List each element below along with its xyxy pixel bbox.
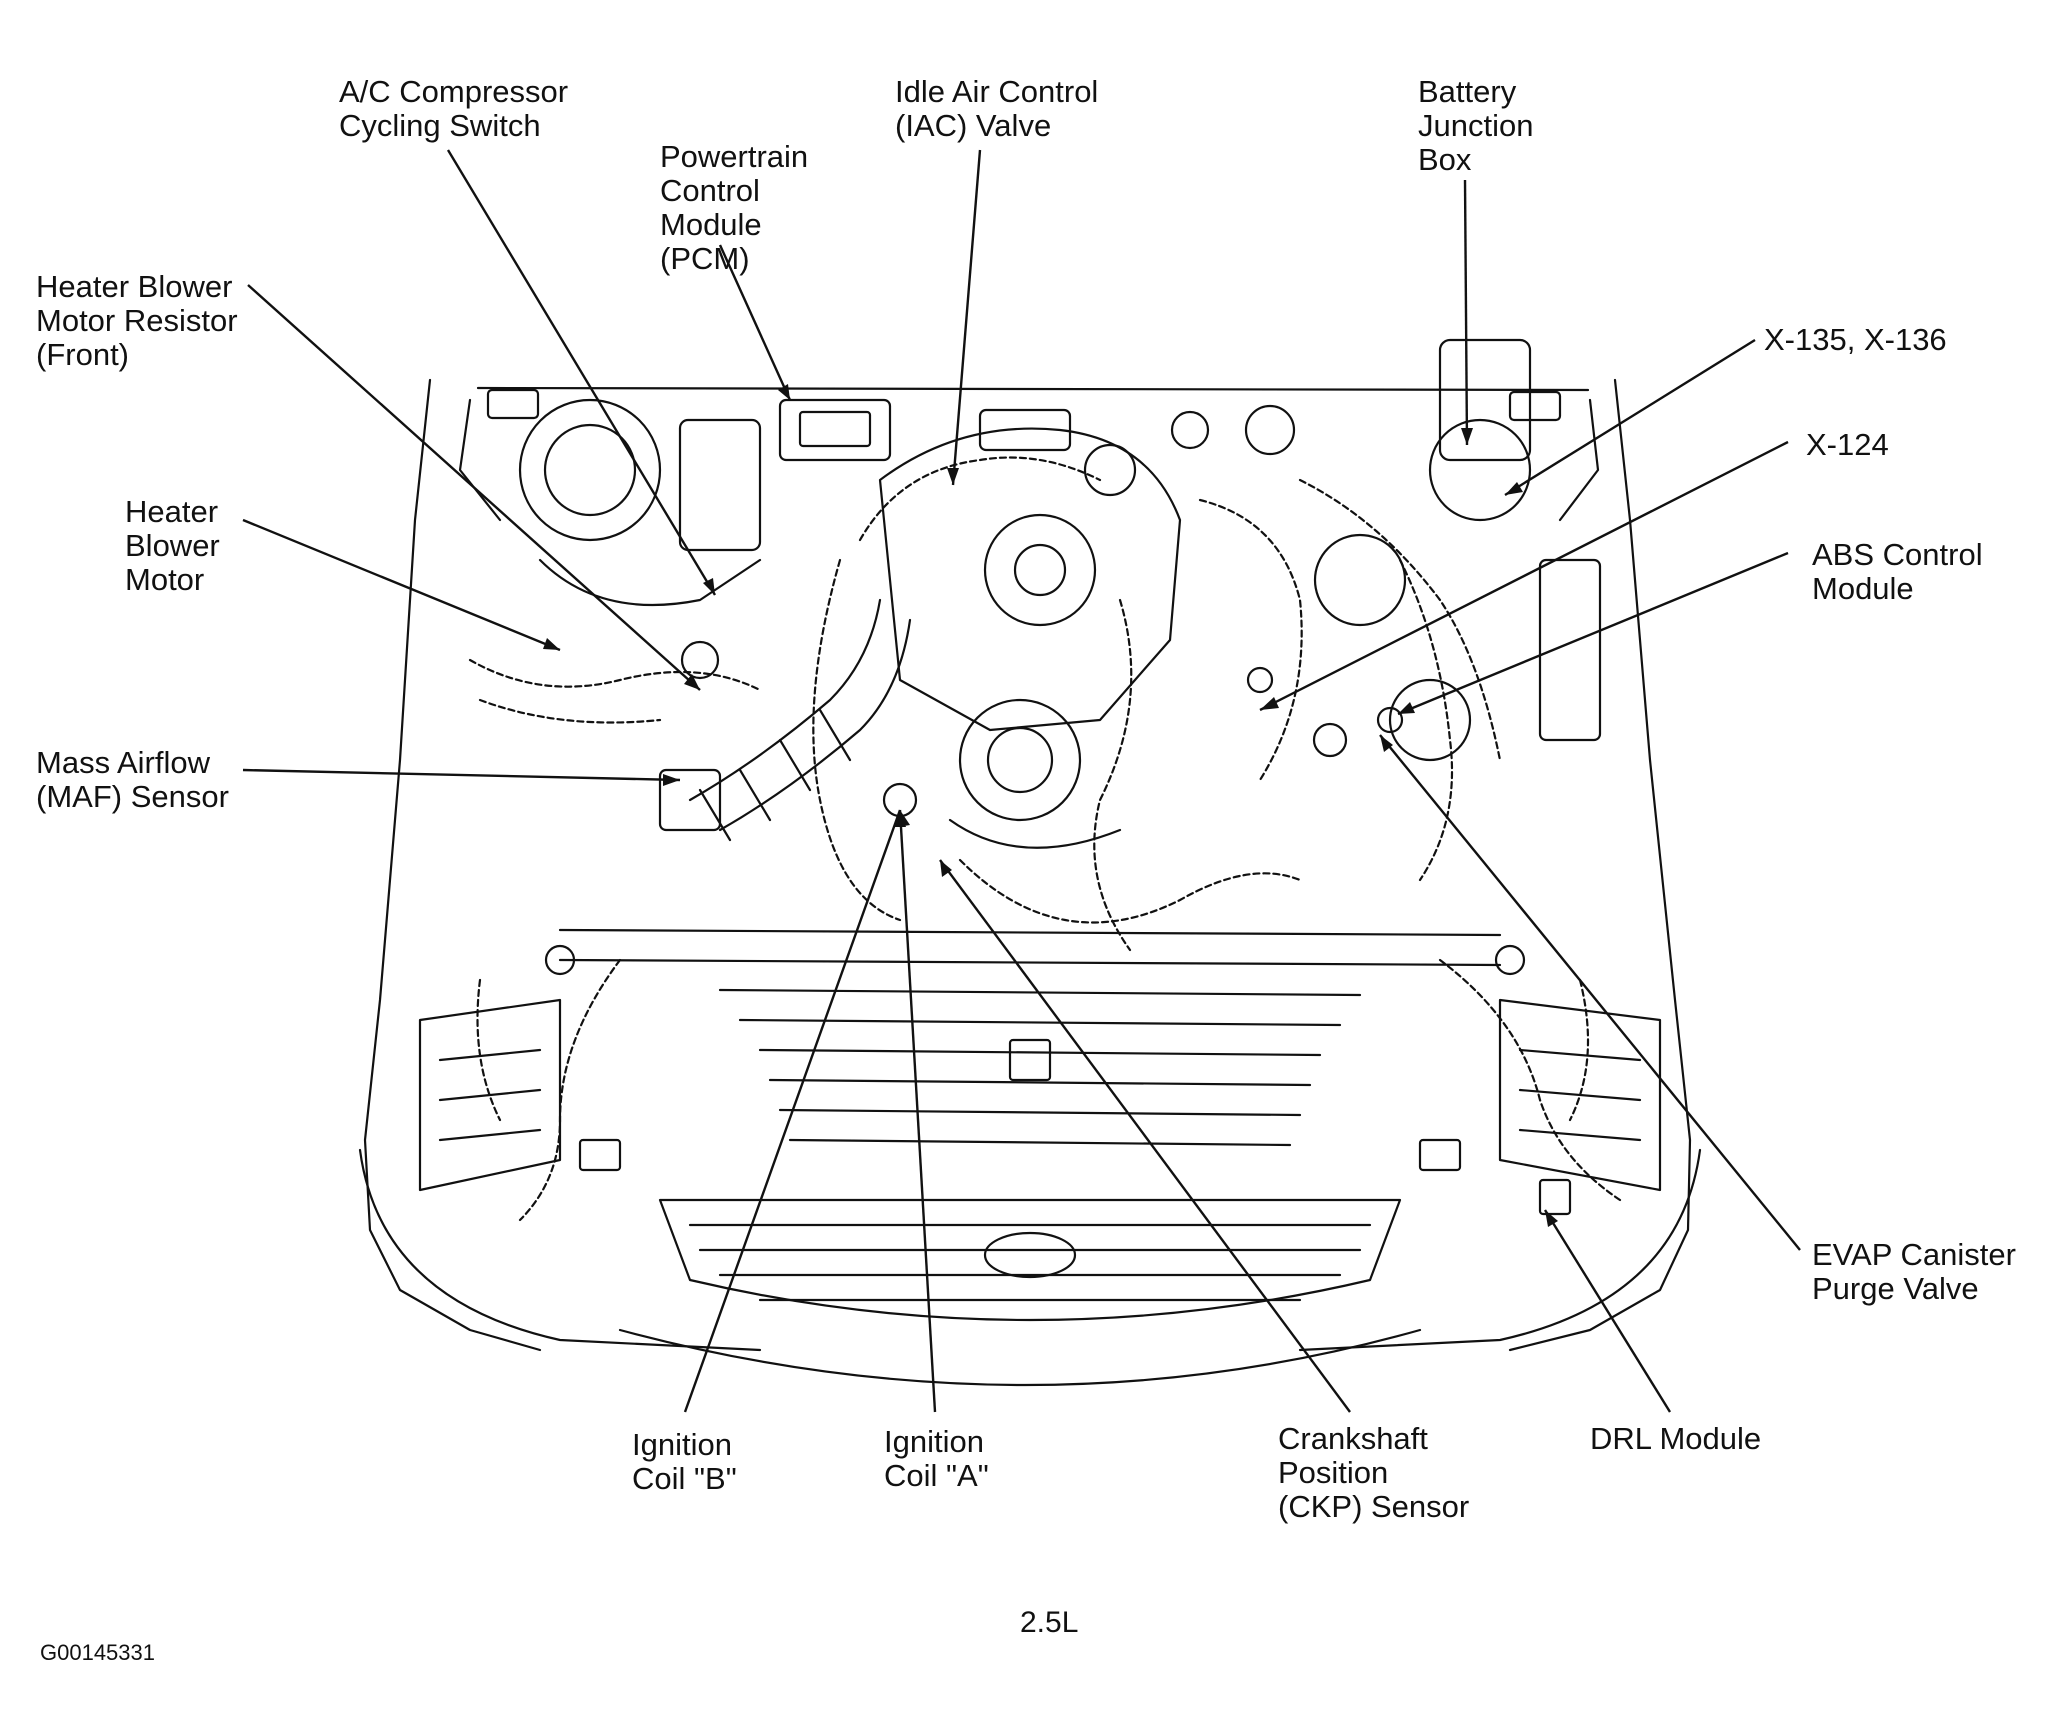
label-idle-air-control-valve: Idle Air Control (IAC) Valve <box>895 74 1099 143</box>
label-x124: X-124 <box>1806 427 1889 462</box>
label-evap-canister-purge-valve: EVAP Canister Purge Valve <box>1812 1237 2016 1306</box>
label-ac-compressor-cycling-switch: A/C Compressor Cycling Switch <box>339 74 569 143</box>
label-drl-module: DRL Module <box>1590 1421 1762 1456</box>
label-ignition-coil-a: Ignition Coil "A" <box>884 1424 989 1493</box>
leader-arrowheads <box>543 384 1558 1227</box>
label-abs-control-module: ABS Control Module <box>1812 537 1983 606</box>
leader-lines <box>242 149 1801 1413</box>
label-powertrain-control-module: Powertrain Control Module (PCM) <box>660 139 809 276</box>
engine-size-label: 2.5L <box>1020 1606 1079 1639</box>
label-crankshaft-position-sensor: Crankshaft Position (CKP) Sensor <box>1278 1421 1470 1524</box>
figure-code: G00145331 <box>40 1640 155 1665</box>
label-heater-blower-motor-resistor: Heater Blower Motor Resistor (Front) <box>36 269 238 372</box>
label-ignition-coil-b: Ignition Coil "B" <box>632 1427 737 1496</box>
label-mass-airflow-sensor: Mass Airflow (MAF) Sensor <box>36 745 229 814</box>
label-heater-blower-motor: Heater Blower Motor <box>125 494 220 597</box>
label-x135-x136: X-135, X-136 <box>1764 322 1947 357</box>
label-battery-junction-box: Battery Junction Box <box>1418 74 1534 177</box>
